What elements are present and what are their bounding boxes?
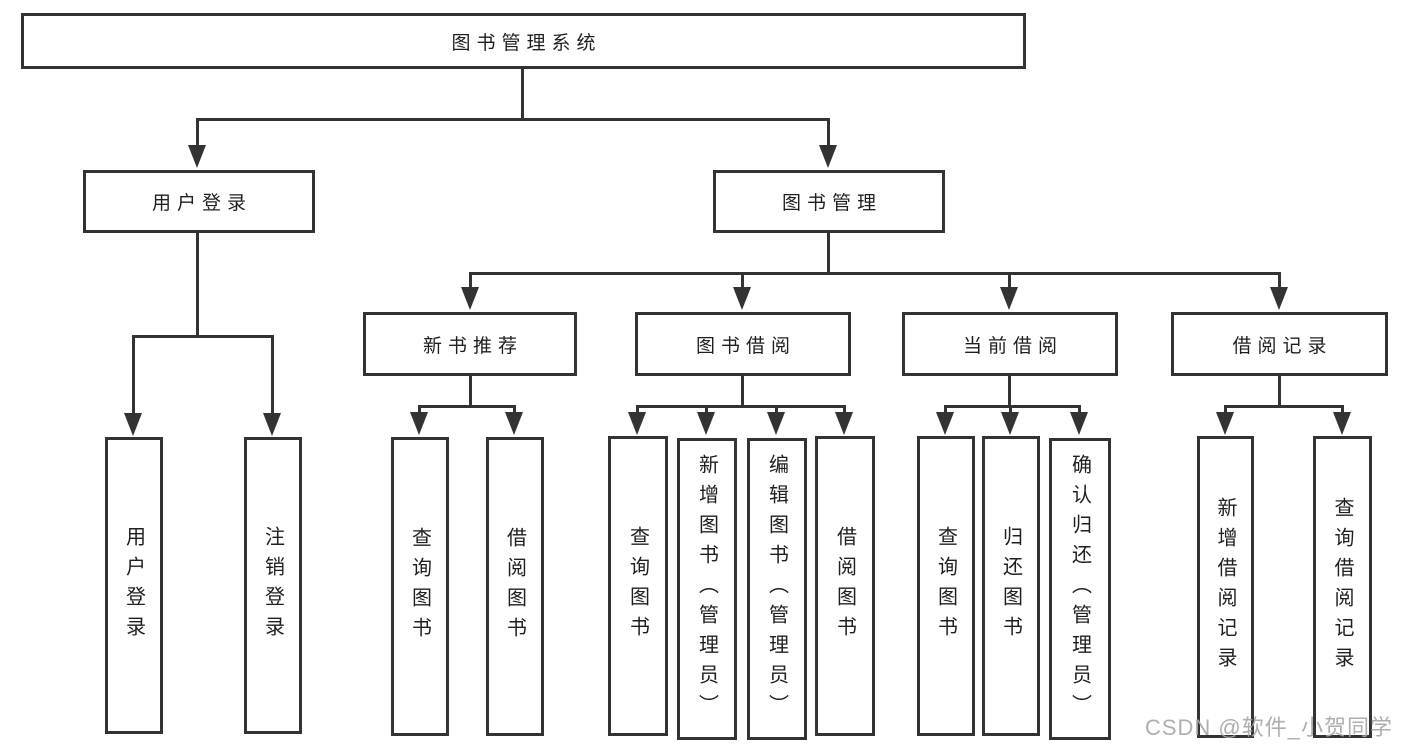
connector-arrow-stem — [775, 405, 778, 415]
arrow-down-icon — [936, 412, 954, 435]
leaf-br-query-record: 查询借阅记录 — [1313, 436, 1372, 738]
leaf-cb-query-book: 查询图书 — [917, 436, 975, 736]
arrow-down-icon — [505, 412, 523, 435]
arrow-down-icon — [124, 413, 142, 436]
node-book-borrow: 图书借阅 — [635, 312, 851, 376]
connector-l2-left-stem — [196, 118, 199, 148]
connector-g1-hline — [132, 335, 274, 338]
leaf-br-query-record-label: 查询借阅记录 — [1331, 497, 1353, 677]
connector-arrow-stem — [1224, 405, 1227, 415]
connector-g5-hline — [1224, 405, 1344, 408]
leaf-user-login: 用户登录 — [105, 437, 163, 734]
leaf-cb-confirm-return: 确认归还（管理员） — [1049, 438, 1111, 740]
arrow-down-icon — [628, 412, 646, 435]
arrow-down-icon — [1001, 412, 1019, 435]
connector-bb-down-stem — [741, 376, 744, 407]
node-current-borrow: 当前借阅 — [902, 312, 1118, 376]
connector-arrow-stem — [843, 405, 846, 415]
arrow-down-icon — [410, 412, 428, 435]
leaf-br-add-record-label: 新增借阅记录 — [1214, 497, 1236, 677]
arrow-down-icon — [263, 413, 281, 436]
connector-arrow-stem — [1341, 405, 1344, 415]
leaf-cb-confirm-return-label: 确认归还（管理员） — [1068, 454, 1091, 724]
leaf-bb-query-book-label: 查询图书 — [626, 526, 649, 646]
connector-g2-hline — [418, 405, 516, 408]
leaf-bb-borrow-book: 借阅图书 — [815, 436, 875, 736]
connector-root-stem — [521, 69, 524, 120]
connector-arrow-stem — [705, 405, 708, 415]
arrow-down-icon — [767, 412, 785, 435]
leaf-nb-query-book-label: 查询图书 — [408, 526, 431, 647]
connector-arrow-stem — [944, 405, 947, 415]
leaf-logout-label: 注销登录 — [261, 525, 284, 646]
connector-l3-stem — [1278, 272, 1281, 290]
connector-arrow-stem — [1009, 405, 1012, 415]
node-borrow-records-label: 借阅记录 — [1232, 335, 1333, 357]
connector-arrow-stem — [418, 405, 421, 415]
arrow-down-icon — [1333, 412, 1351, 435]
arrow-down-icon — [733, 287, 751, 310]
leaf-cb-query-book-label: 查询图书 — [934, 526, 957, 646]
leaf-nb-borrow-book: 借阅图书 — [486, 437, 544, 736]
arrow-down-icon — [461, 287, 479, 310]
connector-l3-stem — [741, 272, 744, 290]
leaf-nb-query-book: 查询图书 — [391, 437, 449, 736]
node-root: 图书管理系统 — [21, 13, 1026, 69]
connector-arrow-stem — [636, 405, 639, 415]
connector-cb-down-stem — [1008, 376, 1011, 407]
leaf-logout: 注销登录 — [244, 437, 302, 734]
node-current-borrow-label: 当前借阅 — [962, 335, 1063, 357]
arrow-down-icon — [188, 145, 206, 168]
connector-arrow-stem — [1078, 405, 1081, 415]
connector-g1-left-stem — [132, 335, 135, 415]
connector-br-down-stem — [1278, 376, 1281, 407]
connector-l3-stem — [1008, 272, 1011, 290]
connector-g4-hline — [944, 405, 1081, 408]
connector-g3-hline — [636, 405, 846, 408]
node-root-label: 图书管理系统 — [451, 32, 602, 54]
connector-arrow-stem — [513, 405, 516, 415]
node-user-login-label: 用户登录 — [151, 193, 252, 214]
arrow-down-icon — [1270, 287, 1288, 310]
arrow-down-icon — [1216, 412, 1234, 435]
node-new-book-recommend: 新书推荐 — [363, 312, 577, 376]
leaf-nb-borrow-book-label: 借阅图书 — [503, 526, 526, 647]
leaf-cb-return-book: 归还图书 — [982, 436, 1040, 736]
leaf-bb-add-book-label: 新增图书（管理员） — [695, 454, 718, 724]
connector-l2-hline — [196, 118, 830, 121]
leaf-bb-edit-book-label: 编辑图书（管理员） — [765, 454, 788, 724]
connector-bookmgmt-stem — [827, 233, 830, 275]
leaf-cb-return-book-label: 归还图书 — [999, 526, 1022, 646]
connector-g1-right-stem — [271, 335, 274, 415]
node-book-management-label: 图书管理 — [781, 193, 882, 214]
arrow-down-icon — [835, 412, 853, 435]
connector-l2-right-stem — [827, 118, 830, 148]
arrow-down-icon — [1070, 412, 1088, 435]
arrow-down-icon — [1000, 287, 1018, 310]
arrow-down-icon — [819, 145, 837, 168]
node-book-management: 图书管理 — [713, 170, 945, 233]
leaf-user-login-label: 用户登录 — [122, 525, 145, 646]
leaf-bb-query-book: 查询图书 — [608, 436, 668, 736]
leaf-bb-add-book: 新增图书（管理员） — [677, 438, 737, 740]
connector-l3-stem — [469, 272, 472, 290]
leaf-bb-edit-book: 编辑图书（管理员） — [747, 438, 807, 740]
node-user-login: 用户登录 — [83, 170, 315, 233]
connector-nb-down-stem — [469, 376, 472, 407]
csdn-watermark: CSDN @软件_小贺同学 — [1144, 715, 1393, 740]
node-book-borrow-label: 图书借阅 — [695, 335, 796, 357]
leaf-br-add-record: 新增借阅记录 — [1197, 436, 1254, 738]
arrow-down-icon — [697, 412, 715, 435]
connector-l3-hline — [469, 272, 1281, 275]
leaf-bb-borrow-book-label: 借阅图书 — [833, 526, 856, 646]
node-borrow-records: 借阅记录 — [1171, 312, 1388, 376]
connector-userlogin-stem — [196, 233, 199, 337]
node-new-book-recommend-label: 新书推荐 — [422, 335, 523, 357]
